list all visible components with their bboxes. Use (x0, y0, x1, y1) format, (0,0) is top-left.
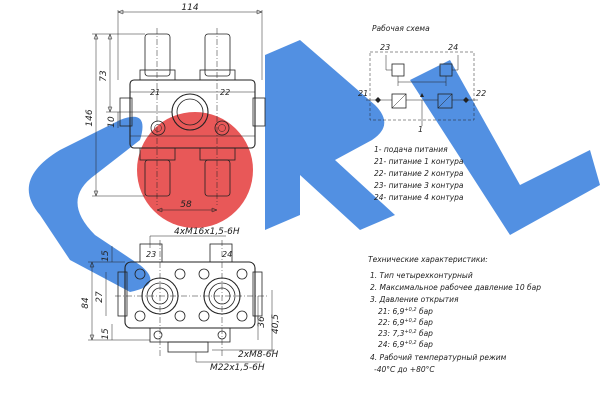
opening-row-23: 23: 7,3+0,2 бар (378, 329, 433, 338)
label-22-scheme: 22 (476, 89, 486, 98)
spec-item: 2. Максимальное рабочее давление 10 бар (370, 283, 541, 292)
dim-15-top: 15 (101, 250, 111, 262)
label-24-bottom: 24 (222, 250, 232, 259)
spec-temp-range: -40°С до +80°С (374, 365, 435, 374)
working-scheme: Рабочая схема 23 24 21 22 1 (358, 24, 486, 134)
dim-15-bottom: 15 (101, 328, 111, 340)
dim-height-upper: 73 (99, 70, 109, 82)
dim-36: 36 (257, 316, 267, 328)
spec-item-temp: 4. Рабочий температурный режим (370, 353, 507, 362)
dim-inlet-thread: M22x1,5-6H (210, 363, 265, 373)
opening-row-22: 22: 6,9+0,2 бар (378, 318, 433, 327)
dim-height-total: 146 (85, 109, 95, 126)
specs-title: Технические характеристики: (368, 255, 488, 264)
dim-offset-small: 10 (107, 116, 117, 128)
front-view: 114 21 22 58 (85, 3, 266, 213)
dim-center-distance: 58 (180, 200, 192, 210)
dim-port-threads: 4xM16x1,5-6H (174, 227, 240, 237)
scheme-title: Рабочая схема (372, 24, 430, 33)
sorl-logo-watermark (28, 40, 600, 293)
label-23-scheme: 23 (380, 43, 390, 52)
label-22-front: 22 (220, 88, 230, 97)
label-24-scheme: 24 (448, 43, 458, 52)
label-21-scheme: 21 (358, 89, 368, 98)
label-21-front: 21 (150, 88, 160, 97)
technical-specs: Технические характеристики: 1. Тип четыр… (368, 255, 541, 374)
legend-item: 22- питание 2 контура (374, 169, 464, 178)
port-legend: 1- подача питания 21- питание 1 контура … (374, 145, 464, 202)
dim-40-5: 40,5 (271, 314, 281, 334)
opening-row-21: 21: 6,9+0,2 бар (378, 307, 433, 316)
opening-row-24: 24: 6,9+0,2 бар (378, 340, 433, 349)
bottom-view: 4xM16x1,5-6H 23 24 (81, 227, 281, 373)
legend-item: 21- питание 1 контура (374, 157, 464, 166)
label-23-bottom: 23 (146, 250, 156, 259)
dim-27: 27 (95, 291, 105, 303)
legend-item: 23- питание 3 контура (374, 181, 464, 190)
label-1-scheme: 1 (418, 125, 423, 134)
legend-item: 1- подача питания (374, 145, 448, 154)
dim-width-top: 114 (181, 3, 198, 13)
dim-height-lower: 84 (81, 297, 91, 309)
spec-item: 1. Тип четырехконтурный (370, 271, 473, 280)
dim-mount-threads: 2xM8-6H (238, 350, 279, 360)
spec-item: 3. Давление открытия (370, 295, 459, 304)
legend-item: 24- питание 4 контура (374, 193, 464, 202)
